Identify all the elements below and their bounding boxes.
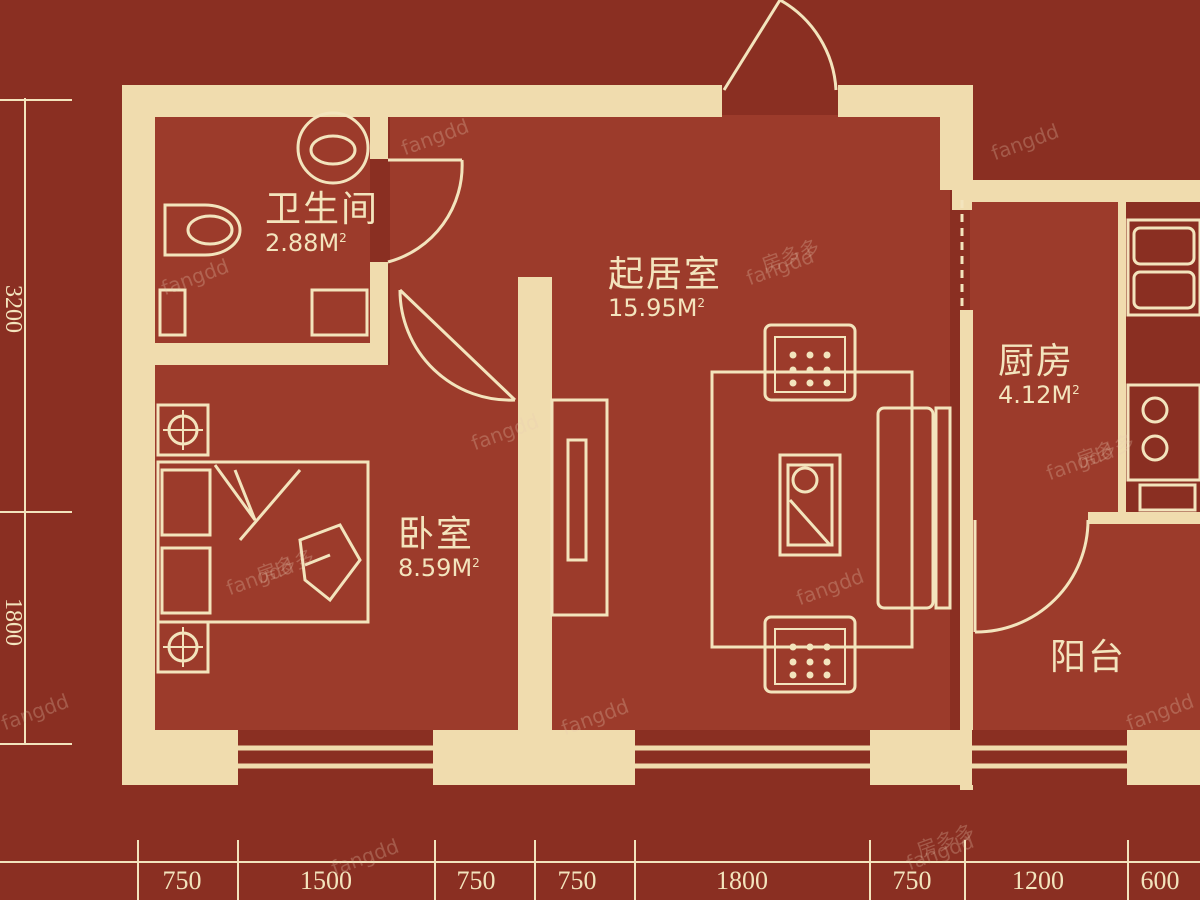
kitchen-name: 厨房 [998, 341, 1075, 382]
kitchen-floor [970, 200, 1120, 520]
living-room-area: 15.95M2 [608, 293, 706, 322]
dim-bottom-2: 1500 [300, 866, 352, 895]
living-room-floor [390, 115, 950, 730]
kitchen-area: 4.12M2 [998, 380, 1080, 409]
bathroom-label: 卫生间 2.88M2 [265, 190, 379, 256]
bathroom-name: 卫生间 [265, 189, 380, 230]
bedroom-name: 卧室 [398, 514, 475, 555]
bedroom-label: 卧室 8.59M2 [398, 515, 480, 581]
bathroom-area: 2.88M2 [265, 228, 347, 257]
dim-left-1: 3200 [0, 285, 26, 333]
living-room-name: 起居室 [608, 254, 723, 295]
dim-bottom-8: 600 [1140, 866, 1180, 895]
bedroom-area: 8.59M2 [398, 553, 480, 582]
balcony-name: 阳台 [1050, 637, 1127, 678]
dim-bottom-5: 1800 [716, 866, 768, 895]
living-room-label: 起居室 15.95M2 [608, 255, 722, 321]
kitchen-label: 厨房 4.12M2 [998, 342, 1080, 408]
windows [238, 730, 1127, 785]
kitchen-fixtures [1126, 218, 1200, 512]
living-room-furniture [550, 323, 952, 694]
dim-bottom-3: 750 [456, 866, 496, 895]
dim-bottom-1: 750 [162, 866, 202, 895]
dim-bottom-4: 750 [557, 866, 597, 895]
bedroom-furniture [156, 403, 370, 674]
bathroom-floor [155, 115, 370, 343]
balcony-label: 阳台 [1050, 638, 1126, 678]
dimension-lines [0, 98, 1200, 900]
bathroom-fixtures [158, 111, 370, 337]
dim-bottom-6: 750 [892, 866, 932, 895]
dim-bottom-7: 1200 [1012, 866, 1064, 895]
doors [387, 0, 1090, 634]
dim-left-2: 1800 [0, 598, 26, 646]
